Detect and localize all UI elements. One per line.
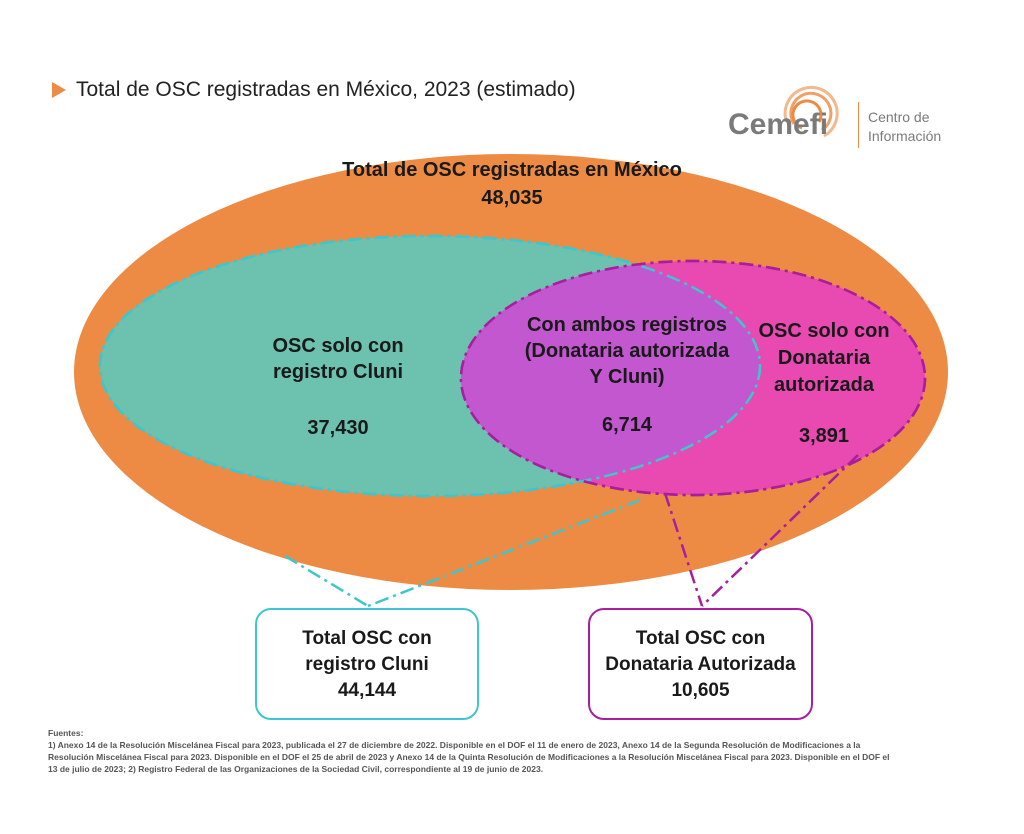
total-donataria-line1: Total OSC con [635,628,766,649]
sources-line1: 1) Anexo 14 de la Resolución Miscelánea … [48,740,861,750]
logo-divider [858,102,859,148]
sources-line3: 13 de julio de 2023; 2) Registro Federal… [48,764,544,774]
solo-donataria-line1: OSC solo con [758,320,890,342]
solo-donataria-value: 3,891 [798,425,850,447]
cluni-ellipse-outline [98,234,762,498]
sources-footnote: Fuentes: 1) Anexo 14 de la Resolución Mi… [48,727,980,775]
solo-cluni-label: OSC solo con registro Cluni 37,430 [238,333,438,441]
ambos-value: 6,714 [601,414,653,436]
total-donataria-line2: Donataria Autorizada [605,654,796,675]
solo-cluni-line2: registro Cluni [272,361,403,383]
cemefi-logo: Cemefi Centro de Información [724,74,974,158]
total-osc-value: 48,035 [481,187,543,209]
solo-donataria-line2: Donataria [777,347,871,369]
sources-heading: Fuentes: [48,728,84,738]
total-cluni-box: Total OSC con registro Cluni 44,144 [255,608,479,720]
total-osc-title: Total de OSC registradas en México [342,159,682,181]
logo-swirl-icon [783,85,839,138]
solo-donataria-line3: autorizada [773,374,875,396]
donataria-ellipse-outline [459,259,927,497]
cluni-connector-right [367,498,641,608]
total-cluni-value: 44,144 [337,680,397,701]
title-row: Total de OSC registradas en México, 2023… [52,78,576,102]
donataria-connector-left [663,492,704,607]
solo-donataria-label: OSC solo con Donataria autorizada 3,891 [744,318,904,450]
sources-line2: Resolución Miscelánea Fiscal para 2023. … [48,752,890,762]
solo-cluni-line1: OSC solo con [272,335,404,357]
ambos-line3: Y Cluni) [589,366,665,388]
logo-subtitle-line2: Información [868,128,942,144]
logo-subtitle-line1: Centro de [868,109,930,125]
ambos-intersection [461,261,760,495]
ambos-line2: (Donataria autorizada [524,340,730,362]
page-title: Total de OSC registradas en México, 2023… [76,78,576,101]
total-osc-label: Total de OSC registradas en México 48,03… [300,156,724,212]
logo-subtitle: Centro de Información [868,108,941,146]
ambos-label: Con ambos registros (Donataria autorizad… [494,312,760,438]
total-cluni-line1: Total OSC con [302,628,432,649]
solo-cluni-value: 37,430 [307,417,369,439]
play-arrow-icon [52,82,66,98]
donataria-connector-right [701,454,859,607]
total-donataria-box: Total OSC con Donataria Autorizada 10,60… [588,608,813,720]
ambos-line1: Con ambos registros [526,314,728,336]
cluni-connector-left [284,554,369,608]
logo-wordmark: Cemefi [728,108,829,141]
total-donataria-value: 10,605 [671,680,730,701]
total-cluni-line2: registro Cluni [305,654,429,675]
